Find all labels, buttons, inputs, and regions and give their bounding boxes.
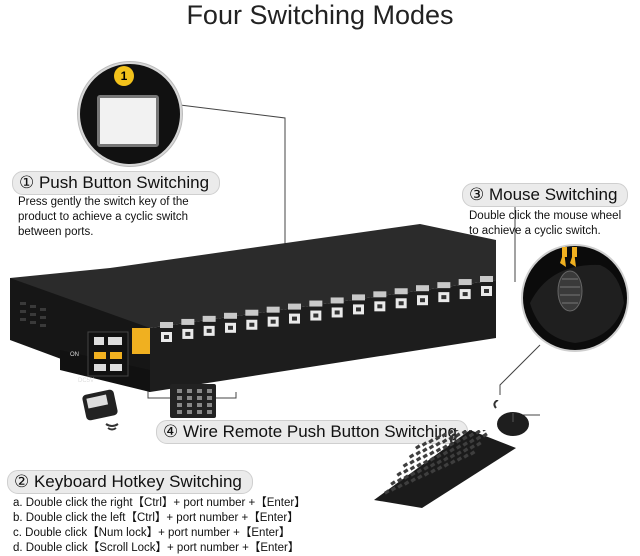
kvm-port <box>160 322 173 342</box>
mouse-wheel-closeup <box>521 244 629 352</box>
hotkey-step: d. Double click【Scroll Lock】+ port numbe… <box>13 542 300 554</box>
wire-remote-keypad <box>170 384 216 418</box>
mode-keyboard-label: ② Keyboard Hotkey Switching <box>7 470 253 494</box>
kvm-port <box>181 318 195 339</box>
kvm-switch-device: ON DC5V <box>10 224 496 392</box>
kvm-port <box>266 306 280 327</box>
mode-mouse-label: ③ Mouse Switching <box>462 183 629 207</box>
page-title: Four Switching Modes <box>186 0 454 30</box>
mode-push-button-label: ① Push Button Switching <box>12 171 221 195</box>
wifi-icon <box>449 433 458 445</box>
mouse-icon <box>493 400 529 436</box>
port-row <box>160 276 493 342</box>
button-badge: 1 <box>114 66 134 86</box>
mode-mouse-desc: Double click the mouse wheel to achieve … <box>469 210 622 237</box>
keyboard-icon <box>374 430 516 508</box>
kvm-port <box>245 309 259 330</box>
kvm-port <box>373 291 387 312</box>
hotkey-step: c. Double click【Num lock】+ port number +… <box>13 527 291 539</box>
push-button-key <box>97 95 159 147</box>
mode-wire-remote-label: ④ Wire Remote Push Button Switching <box>156 420 468 444</box>
usb-receiver <box>82 389 119 431</box>
power-on-label: ON <box>70 352 79 358</box>
hotkey-step: b. Double click the left【Ctrl】+ port num… <box>13 512 299 524</box>
dc-input-label: DC5V <box>78 378 94 384</box>
kvm-port <box>437 282 451 303</box>
kvm-port <box>458 279 472 300</box>
kvm-port <box>330 297 344 318</box>
kvm-port <box>416 285 429 306</box>
kvm-port <box>480 276 493 296</box>
mode-push-button-desc: Press gently the switch key of the produ… <box>18 196 189 238</box>
hotkey-step: a. Double click the right【Ctrl】+ port nu… <box>13 497 306 509</box>
kvm-port <box>309 300 323 321</box>
kvm-port <box>394 288 408 309</box>
kvm-port <box>202 315 216 336</box>
kvm-port <box>224 312 237 333</box>
kvm-port <box>352 294 365 315</box>
mode-keyboard-steps: a. Double click the right【Ctrl】+ port nu… <box>13 496 306 556</box>
wifi-icon <box>105 423 119 427</box>
kvm-port <box>288 303 301 324</box>
